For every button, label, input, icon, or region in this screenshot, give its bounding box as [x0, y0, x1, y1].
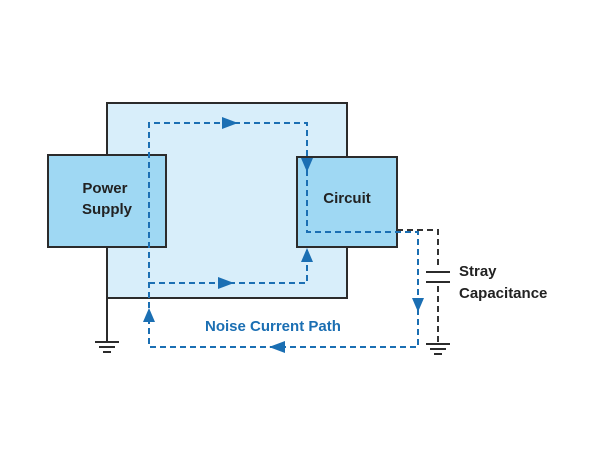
noise-current-path-label: Noise Current Path: [205, 318, 341, 335]
stray-capacitance-label-line2: Capacitance: [459, 285, 547, 302]
arrow-stray-down: [412, 298, 424, 312]
arrow-inner-up: [301, 248, 313, 262]
arrow-top-right: [222, 117, 238, 129]
stray-capacitance-wire: [397, 229, 439, 268]
arrow-left-up: [143, 308, 155, 322]
noise-path-top: [148, 122, 419, 348]
ground-symbol-right: [426, 343, 450, 355]
power-supply-label: Power Supply: [82, 180, 133, 218]
circuit-label: Circuit: [323, 190, 371, 207]
stray-capacitance-label-line1: Stray: [459, 263, 497, 280]
power-supply-label-line1: Power: [82, 180, 127, 197]
capacitor-symbol: [426, 271, 450, 283]
power-supply-label-line2: Supply: [82, 201, 133, 218]
stray-capacitance-label: Stray Capacitance: [459, 263, 547, 302]
arrow-bottom-left: [269, 341, 285, 353]
arrow-inner-right: [218, 277, 234, 289]
power-supply-box: [47, 154, 167, 248]
arrow-circuit-down: [301, 158, 313, 172]
ground-symbol-left: [95, 341, 119, 353]
